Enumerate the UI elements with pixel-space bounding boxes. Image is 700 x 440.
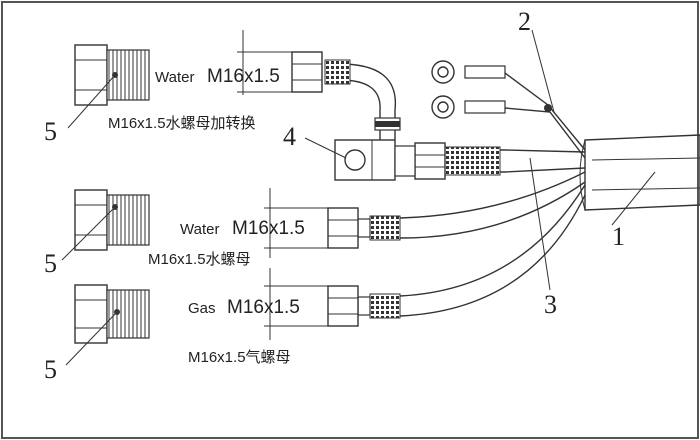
- callout-5-mid: 5: [44, 249, 57, 278]
- callout-5-bottom: 5: [44, 355, 57, 384]
- sensor-wires: [431, 60, 586, 159]
- hoses: [399, 149, 586, 317]
- ring-terminal-bottom: [431, 95, 455, 119]
- top-caption: M16x1.5水螺母加转换: [108, 115, 256, 132]
- bottom-thread-label: M16x1.5: [227, 297, 300, 318]
- callout-1: 1: [612, 222, 625, 251]
- conversion-fitting: [291, 51, 501, 181]
- main-cable: [579, 134, 700, 211]
- leader-lines: [61, 29, 656, 366]
- callout-3: 3: [544, 290, 557, 319]
- mid-thread-label: M16x1.5: [232, 218, 305, 239]
- dimension-marks: [237, 30, 335, 340]
- bottom-caption: M16x1.5气螺母: [188, 349, 291, 366]
- loose-nut-bottom: [74, 284, 150, 344]
- mid-medium-label: Water: [180, 221, 219, 238]
- top-thread-label: M16x1.5: [207, 66, 280, 87]
- mid-caption: M16x1.5水螺母: [148, 251, 251, 268]
- callout-4: 4: [283, 122, 296, 151]
- bottom-medium-label: Gas: [188, 300, 216, 317]
- top-medium-label: Water: [155, 69, 194, 86]
- loose-nut-mid: [74, 189, 150, 251]
- water-fitting-mid: [327, 207, 401, 249]
- callout-2: 2: [518, 7, 531, 36]
- ring-terminal-top: [431, 60, 455, 84]
- loose-nut-top: [74, 44, 150, 106]
- gas-fitting-bottom: [327, 285, 401, 327]
- callout-5-top: 5: [44, 117, 57, 146]
